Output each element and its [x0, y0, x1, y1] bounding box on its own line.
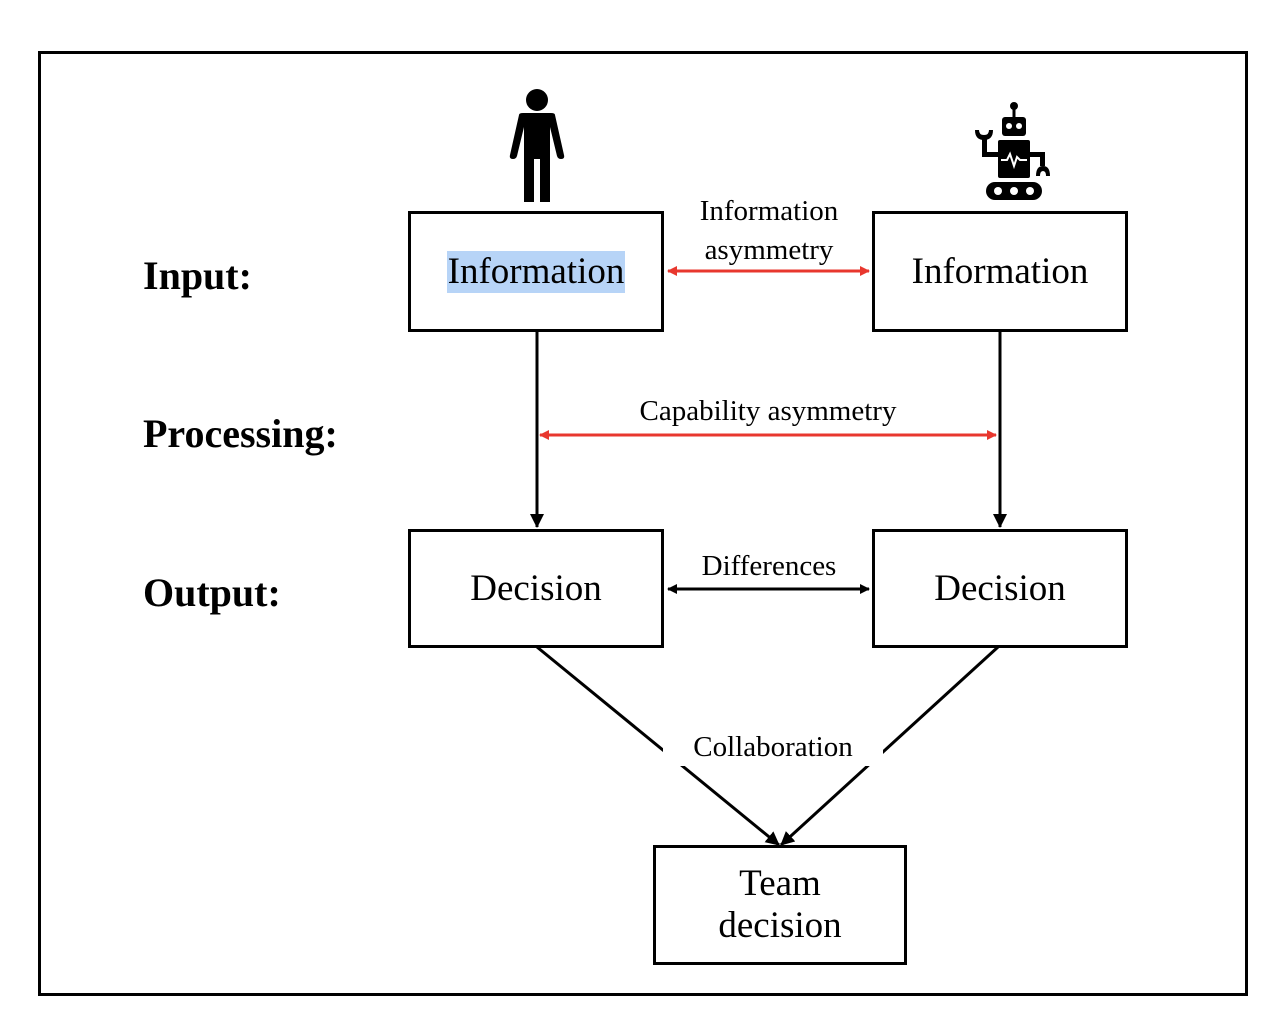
team-decision-label-line2: decision — [718, 905, 842, 946]
capability-asymmetry-label: Capability asymmetry — [639, 395, 897, 427]
robot-icon — [975, 102, 1050, 200]
human-information-box: Information — [408, 211, 664, 332]
ai-information-box: Information — [872, 211, 1128, 332]
ai-information-label: Information — [911, 250, 1089, 292]
ai-decision-box: Decision — [872, 529, 1128, 648]
team-decision-box: Team decision — [653, 845, 907, 965]
team-decision-label-line1: Team — [739, 863, 821, 904]
ai-decision-label: Decision — [934, 567, 1066, 609]
information-asymmetry-label: Information asymmetry — [669, 192, 869, 270]
human-decision-label: Decision — [470, 567, 602, 609]
information-asymmetry-label-line1: Information — [699, 195, 839, 227]
human-collaboration-arrow — [536, 645, 780, 847]
human-decision-box: Decision — [408, 529, 664, 648]
ai-collaboration-arrow — [779, 645, 1000, 847]
information-asymmetry-label-line2: asymmetry — [704, 234, 834, 266]
row-label-input: Input: — [143, 253, 252, 298]
person-icon — [509, 89, 565, 202]
human-information-label: Information — [446, 250, 626, 293]
differences-label: Differences — [701, 550, 837, 582]
row-label-output: Output: — [143, 570, 281, 615]
diagram-frame — [38, 51, 1248, 996]
collaboration-label: Collaboration — [663, 728, 883, 766]
row-label-processing: Processing: — [143, 411, 338, 456]
